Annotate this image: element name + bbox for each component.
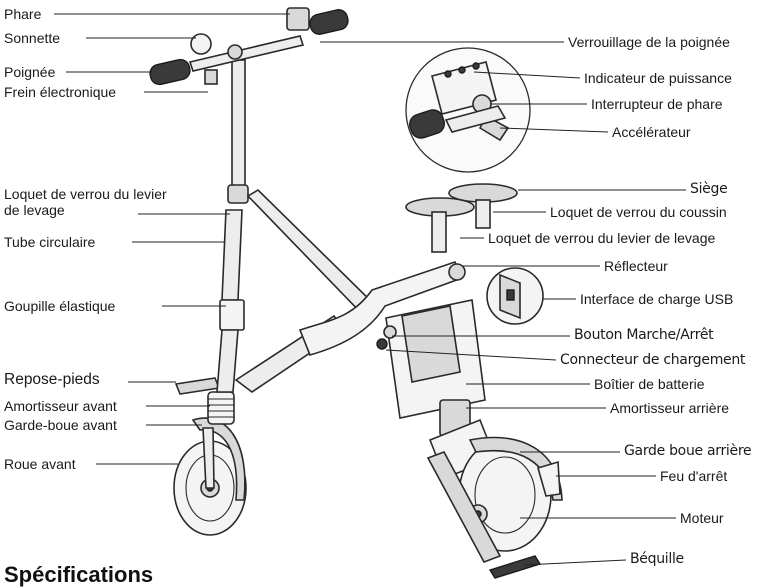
label-poignee: Poignée [4,64,56,80]
label-connecteur: Connecteur de chargement [560,352,746,368]
label-moteur: Moteur [680,510,724,526]
label-feu: Feu d'arrêt [660,468,728,484]
handle-inset [405,47,531,173]
main-frame [234,188,464,393]
label-phare: Phare [4,6,42,22]
label-siege: Siège [690,181,728,197]
label-indicateur: Indicateur de puissance [584,70,732,86]
front-shock [207,391,235,425]
label-frein: Frein électronique [4,84,117,100]
rear-arm [426,451,502,563]
label-usb: Interface de charge USB [580,291,734,307]
label-garde-arriere: Garde boue arrière [624,443,752,459]
label-goupille: Goupille élastique [4,298,116,314]
label-verrouillage: Verrouillage de la poignée [568,34,730,50]
label-amort-arriere: Amortisseur arrière [610,400,730,416]
label-amort-avant: Amortisseur avant [4,398,117,414]
label-reflecteur: Réflecteur [604,258,668,274]
label-accelerateur: Accélérateur [612,124,691,140]
label-boitier: Boîtier de batterie [594,376,705,392]
leader-lines [54,13,686,566]
steering-column [216,59,249,393]
label-interrupteur: Interrupteur de phare [591,96,723,112]
label-loquet-coussin: Loquet de verrou du coussin [550,204,727,220]
front-fork [202,427,215,489]
label-bequille: Béquille [630,551,684,567]
kickstand [488,555,542,579]
label-bouton: Bouton Marche/Arrêt [574,327,714,343]
label-loquet-levier: Loquet de verrou du levier de levage [4,186,167,218]
label-garde-avant: Garde-boue avant [4,417,117,433]
seat [405,183,518,281]
handlebar [149,7,349,86]
label-roue: Roue avant [4,456,76,472]
label-loquet-levier-2: Loquet de verrou du levier de levage [488,230,716,246]
section-heading-specifications: Spécifications [4,562,154,587]
rear-mudguard [468,436,563,501]
usb-inset [486,267,544,325]
label-repose: Repose-pieds [4,371,100,388]
brake-light [537,460,561,497]
label-tube: Tube circulaire [4,234,96,250]
label-sonnette: Sonnette [4,30,61,46]
battery-box [376,299,486,419]
